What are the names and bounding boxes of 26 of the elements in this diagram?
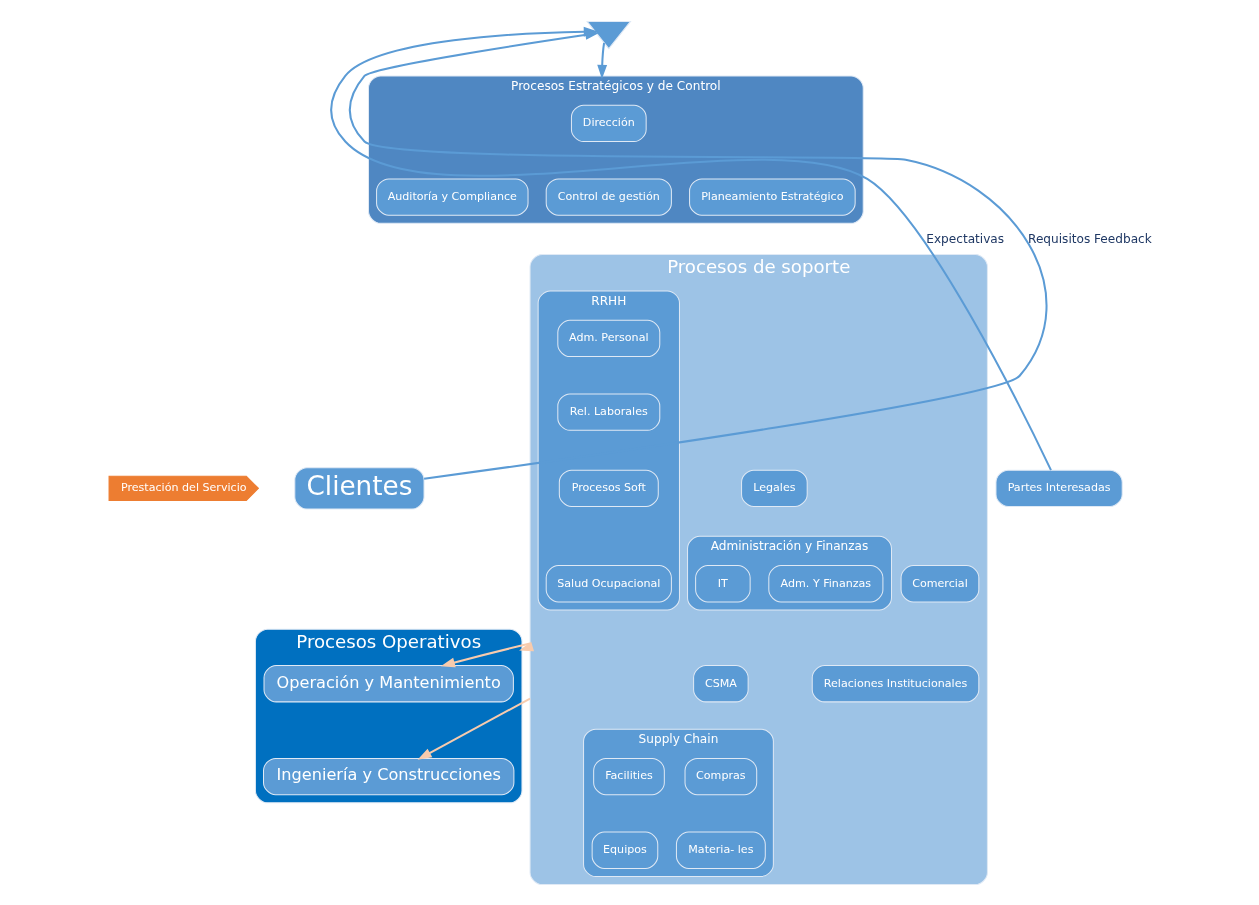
node-box: Salud Ocupacional	[545, 565, 672, 603]
edge-label: Expectativas	[925, 232, 1004, 247]
node-box: Equipos	[591, 831, 658, 869]
node-box: Control de gestión	[545, 178, 672, 216]
node-box: Relaciones Institucionales	[811, 665, 979, 703]
node-box: Compras	[684, 757, 757, 796]
node-box: Operación y Mantenimiento	[263, 665, 514, 703]
node-box: Ingeniería y Construcciones	[262, 757, 514, 796]
node-box: Partes Interesadas	[995, 469, 1123, 507]
node-box: Auditoría y Compliance	[375, 178, 529, 216]
node-box: Materia- les	[675, 831, 766, 869]
node-box: Planeamiento Estratégico	[688, 178, 856, 216]
node-box: Dirección	[570, 104, 647, 143]
node-box: CSMA	[692, 665, 749, 703]
edge-label: Requisitos Feedback	[1027, 232, 1152, 247]
arrow	[596, 42, 607, 79]
node-box: IT	[694, 565, 751, 603]
node-box: Legales	[740, 469, 808, 507]
arrow	[417, 697, 531, 760]
node-box: Facilities	[592, 757, 665, 796]
node-box: Clientes	[293, 467, 425, 510]
node-box: Procesos Soft	[558, 469, 659, 507]
node-box: Comercial	[900, 565, 979, 603]
node-box: Rel. Laborales	[556, 393, 660, 431]
node-box: Adm. Y Finanzas	[767, 565, 883, 603]
node-box: Adm. Personal	[556, 319, 660, 358]
